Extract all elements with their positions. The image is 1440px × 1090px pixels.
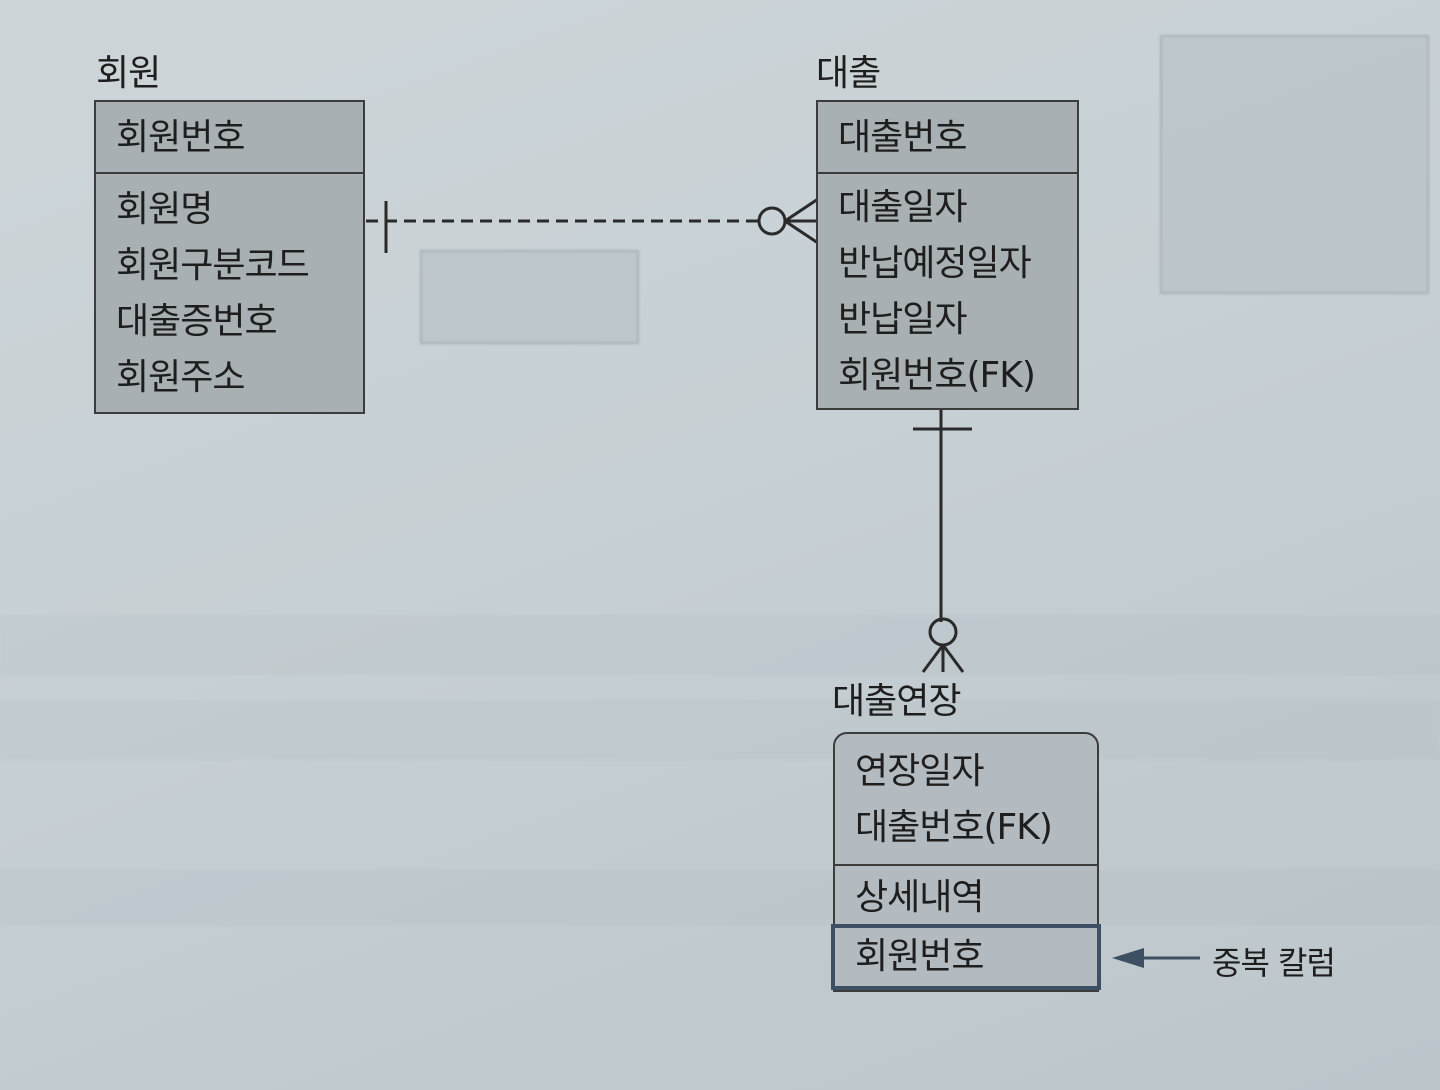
loan-extension-attribute-section: 상세내역 회원번호 [831,866,1101,990]
loan-attribute-section: 대출일자 반납예정일자 반납일자 회원번호(FK) [818,174,1077,404]
loan-extension-attr-member-number: 회원번호 [855,936,984,977]
loan-attr-return-date: 반납일자 [838,299,967,340]
background-ghost-box-right [1160,35,1429,294]
loan-extension-pk-extension-date: 연장일자 [855,751,984,792]
loan-zero-circle [757,206,787,236]
member-attr-name: 회원명 [116,189,213,230]
extension-crowsfoot-right [941,644,965,673]
loan-entity: 대출번호 대출일자 반납예정일자 반납일자 회원번호(FK) [816,100,1079,410]
background-ghost-band-2 [0,700,1440,760]
redundant-column-highlight: 회원번호 [831,924,1101,990]
loan-attr-loan-date: 대출일자 [838,187,967,228]
extension-crowsfoot-left [921,644,945,673]
loan-extension-primary-key-section: 연장일자 대출번호(FK) [835,734,1097,866]
extension-zero-circle [928,617,958,647]
member-primary-key-section: 회원번호 [96,102,363,174]
loan-primary-key-section: 대출번호 [818,102,1077,174]
annotation-arrow-head [1112,948,1144,968]
redundant-column-label: 중복 칼럼 [1212,944,1336,982]
member-entity-title: 회원 [96,53,161,94]
member-attr-card-number: 대출증번호 [116,301,278,342]
background-ghost-band-1 [0,615,1440,675]
background-ghost-band-3 [0,870,1440,925]
loan-attr-member-number-fk: 회원번호(FK) [838,355,1036,396]
loan-crowsfoot-bottom [784,219,819,245]
member-attribute-section: 회원명 회원구분코드 대출증번호 회원주소 [96,174,363,406]
member-attr-type-code: 회원구분코드 [116,245,310,286]
loan-extension-attr-details: 상세내역 [855,877,984,918]
loan-pk-loan-number: 대출번호 [838,117,967,158]
member-attr-address: 회원주소 [116,357,245,398]
loan-extension-pk-loan-number-fk: 대출번호(FK) [855,807,1053,848]
loan-attr-due-date: 반납예정일자 [838,243,1032,284]
loan-crowsfoot-top [784,197,819,223]
loan-extension-entity: 연장일자 대출번호(FK) 상세내역 회원번호 [831,732,1101,992]
member-entity: 회원번호 회원명 회원구분코드 대출증번호 회원주소 [94,100,365,414]
loan-entity-title: 대출 [816,53,881,94]
background-ghost-box-center [420,250,639,344]
loan-extension-entity-title: 대출연장 [832,681,961,722]
member-pk-member-number: 회원번호 [116,117,245,158]
